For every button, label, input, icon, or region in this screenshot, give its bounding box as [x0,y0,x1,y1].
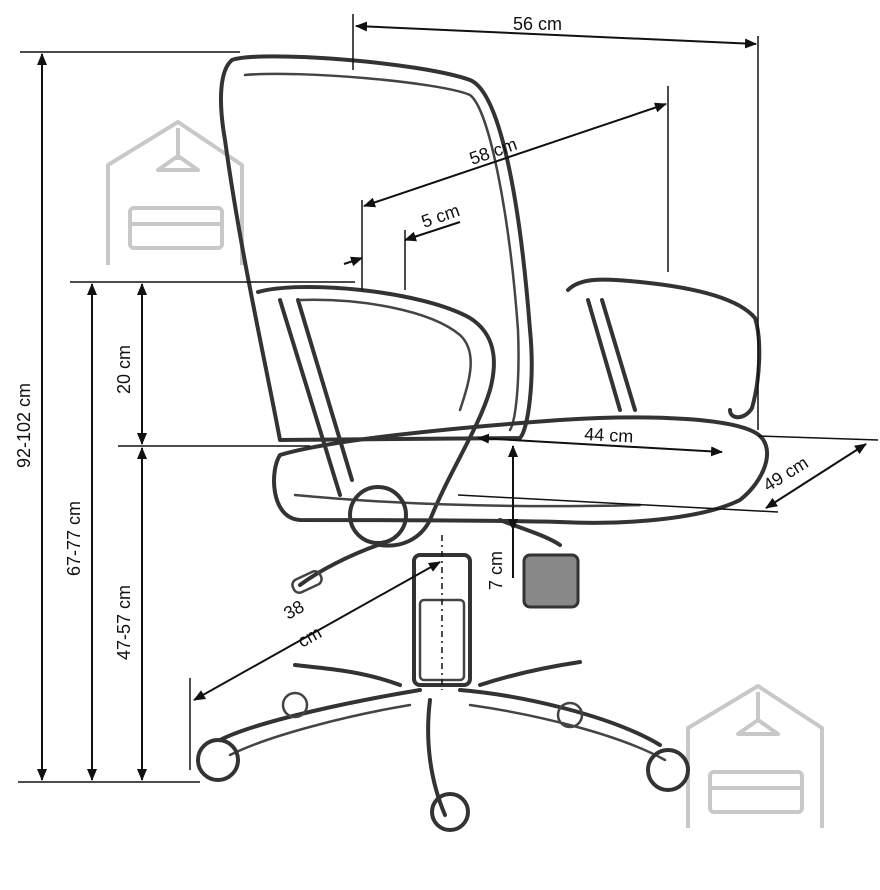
right-armrest [566,277,762,420]
caster [281,691,309,719]
dim-seat-width [477,433,723,457]
seat [272,415,770,525]
dim-depth-back [363,102,667,208]
label-total-height: 92-102 cm [14,383,34,468]
label-arm-height: 67-77 cm [64,501,84,576]
dimension-labels: 56 cm 58 cm 5 cm 92-102 cm 67-77 cm 20 c… [14,14,812,660]
tilt-lever [298,543,380,587]
dim-back-gap [343,256,363,267]
mechanism-knob [348,485,408,545]
label-base-radius-num: 38 [280,596,307,623]
house-sofa-watermark-icon [686,684,824,828]
left-armrest [256,285,496,548]
star-base [218,660,662,817]
label-base-radius-unit: cm [294,622,325,651]
label-depth-back: 58 cm [467,134,520,169]
label-seat-width: 44 cm [584,424,634,447]
house-sofa-watermark-icon [106,120,244,265]
label-top-width: 56 cm [513,14,562,34]
dim-base-radius [193,561,441,701]
chair-illustration [196,54,770,832]
backrest-inner [243,72,520,432]
extension-lines [18,14,879,783]
caster [556,701,584,729]
label-back-gap: 5 cm [419,200,462,232]
label-seat-thickness: 7 cm [486,551,506,590]
backrest [218,54,534,442]
dim-seat-depth [765,443,867,509]
label-seat-height: 47-57 cm [114,585,134,660]
caster [196,738,240,782]
dim-top-width [355,21,757,49]
label-arm-to-seat: 20 cm [114,345,134,394]
caster [430,792,470,832]
caster [646,748,690,792]
dimension-arrows [37,21,867,781]
height-lever-grip [522,553,580,609]
